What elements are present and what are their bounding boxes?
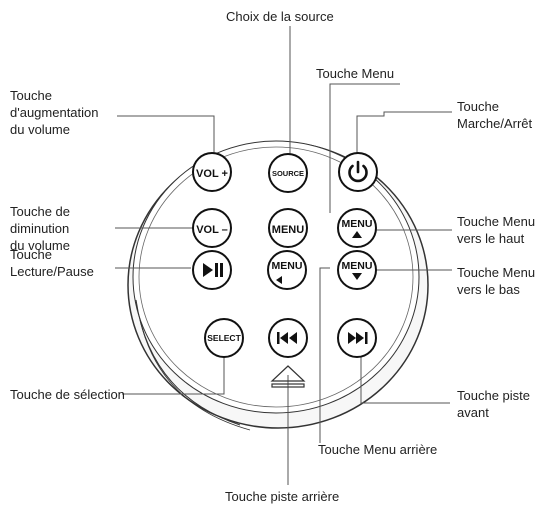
- skip-forward-icon: [348, 332, 368, 344]
- label-menu: Touche Menu: [316, 66, 395, 81]
- leader-lines: [115, 26, 452, 485]
- label-menu-back: Touche Menu arrière: [318, 442, 438, 457]
- label-menu-down: Touche Menu vers le bas: [457, 265, 536, 297]
- label-menu-up: Touche Menu vers le haut: [457, 214, 536, 246]
- svg-text:MENU: MENU: [272, 260, 303, 272]
- source-button[interactable]: SOURCE: [268, 153, 308, 193]
- prev-track-button[interactable]: [268, 318, 308, 358]
- label-power: Touche Marche/Arrêt: [457, 99, 533, 131]
- eject-icon: [270, 365, 306, 388]
- power-icon: [348, 160, 368, 183]
- menu-button[interactable]: MENU: [268, 208, 308, 248]
- label-prev: Touche piste arrière: [225, 489, 340, 504]
- next-track-button[interactable]: [337, 318, 377, 358]
- label-next: Touche piste avant: [457, 388, 530, 420]
- svg-text:SOURCE: SOURCE: [272, 169, 304, 178]
- label-vol-up: Touche d'augmentation du volume: [10, 88, 99, 137]
- play-pause-icon: [203, 263, 223, 277]
- svg-text:VOL +: VOL +: [196, 168, 228, 180]
- triangle-down-icon: [352, 273, 362, 280]
- vol-down-button[interactable]: VOL –: [192, 208, 232, 248]
- svg-text:MENU: MENU: [272, 224, 304, 236]
- menu-up-button[interactable]: MENU: [337, 208, 377, 248]
- svg-text:VOL –: VOL –: [196, 224, 228, 236]
- menu-down-button[interactable]: MENU: [337, 250, 377, 290]
- vol-up-button[interactable]: VOL +: [192, 152, 232, 192]
- label-vol-down: Touche de diminution du volume: [10, 204, 70, 253]
- svg-text:MENU: MENU: [342, 260, 373, 272]
- skip-back-icon: [277, 332, 297, 344]
- menu-left-button[interactable]: MENU: [267, 250, 307, 290]
- svg-text:SELECT: SELECT: [207, 333, 241, 343]
- select-button[interactable]: SELECT: [204, 318, 244, 358]
- power-button[interactable]: [338, 152, 378, 192]
- triangle-up-icon: [352, 231, 362, 238]
- play-pause-button[interactable]: [192, 250, 232, 290]
- label-select: Touche de sélection: [10, 387, 125, 402]
- svg-text:MENU: MENU: [342, 218, 373, 230]
- label-source: Choix de la source: [226, 9, 334, 24]
- triangle-left-icon: [276, 276, 282, 284]
- label-play-pause: Touche Lecture/Pause: [10, 247, 94, 279]
